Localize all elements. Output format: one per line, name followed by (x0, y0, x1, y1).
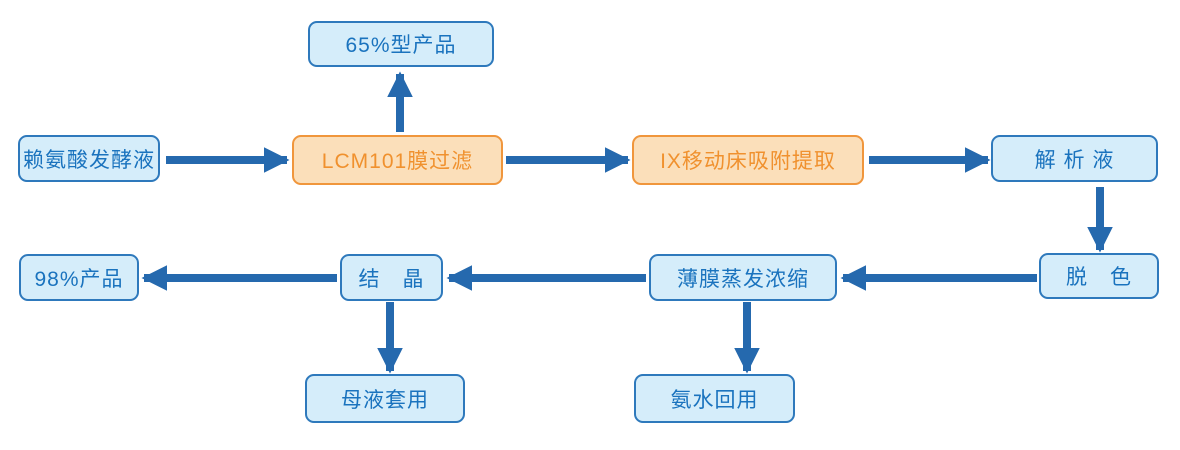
node-ammonia-water-recycle: 氨水回用 (634, 374, 795, 423)
node-ix-moving-bed-adsorption: IX移动床吸附提取 (632, 135, 864, 185)
node-eluate: 解 析 液 (991, 135, 1158, 182)
node-decolorization: 脱 色 (1039, 253, 1159, 299)
node-lysine-fermentation-broth: 赖氨酸发酵液 (18, 135, 160, 182)
node-mother-liquor-reuse: 母液套用 (305, 374, 465, 423)
node-crystallization: 结 晶 (340, 254, 443, 301)
node-product-98-percent: 98%产品 (19, 254, 139, 301)
node-thin-film-evaporation: 薄膜蒸发浓缩 (649, 254, 837, 301)
node-product-65-percent: 65%型产品 (308, 21, 494, 67)
node-lcm101-membrane-filtration: LCM101膜过滤 (292, 135, 503, 185)
